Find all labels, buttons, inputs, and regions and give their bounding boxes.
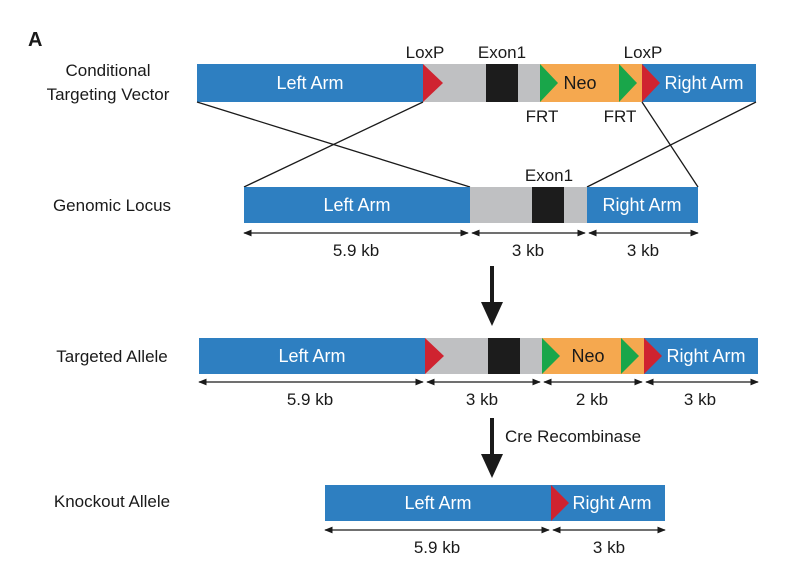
targeted-right-arm-label: Right Arm	[666, 346, 745, 366]
targeted-row: Targeted Allele Left Arm Neo Right Arm 5…	[56, 338, 759, 409]
vector-neo-label: Neo	[563, 73, 596, 93]
vector-exon1-label: Exon1	[478, 43, 526, 62]
arrow-to-knockout: Cre Recombinase	[481, 418, 641, 478]
genomic-dim-1: 5.9 kb	[333, 241, 379, 260]
genomic-label: Genomic Locus	[53, 196, 171, 215]
cre-recombinase-label: Cre Recombinase	[505, 427, 641, 446]
targeted-intron	[425, 338, 542, 374]
arrow-to-targeted	[481, 266, 503, 326]
targeted-dim-3: 2 kb	[576, 390, 608, 409]
genomic-exon1	[532, 187, 564, 223]
genomic-intron	[470, 187, 587, 223]
genomic-left-arm	[244, 187, 470, 223]
targeted-right-arm	[644, 338, 758, 374]
knockout-right-arm-label: Right Arm	[572, 493, 651, 513]
vector-exon1	[486, 64, 518, 102]
arrow-head-icon	[481, 454, 503, 478]
knockout-dim-2: 3 kb	[593, 538, 625, 557]
vector-loxp-right-label: LoxP	[624, 43, 663, 62]
vector-left-arm-label: Left Arm	[276, 73, 343, 93]
genomic-row: Genomic Locus Left Arm Exon1 Right Arm 5…	[53, 166, 699, 260]
vector-loxp-left-marker	[423, 64, 443, 102]
targeted-neo-label: Neo	[571, 346, 604, 366]
knockout-right-arm	[551, 485, 665, 521]
vector-label-line1: Conditional	[65, 61, 150, 80]
genomic-dim-3: 3 kb	[627, 241, 659, 260]
vector-frt-right-label: FRT	[604, 107, 637, 126]
targeted-left-arm-label: Left Arm	[278, 346, 345, 366]
crossover-line-2	[243, 101, 424, 188]
targeted-left-arm	[199, 338, 425, 374]
vector-left-arm	[197, 64, 423, 102]
recombination-lines	[196, 101, 757, 188]
vector-row: Conditional Targeting Vector Left Arm Ne…	[47, 43, 756, 126]
targeted-dim-2: 3 kb	[466, 390, 498, 409]
crossover-line-3	[641, 101, 699, 188]
targeted-label: Targeted Allele	[56, 347, 168, 366]
genomic-right-arm	[587, 187, 698, 223]
targeted-frt-left-marker	[542, 338, 560, 374]
targeted-loxp-right-marker	[644, 338, 662, 374]
arrow-head-icon	[481, 302, 503, 326]
vector-frt-left-label: FRT	[526, 107, 559, 126]
knockout-left-arm-label: Left Arm	[404, 493, 471, 513]
vector-loxp-left-label: LoxP	[406, 43, 445, 62]
targeted-exon1	[488, 338, 520, 374]
genomic-right-arm-label: Right Arm	[602, 195, 681, 215]
knockout-loxp-marker	[551, 485, 569, 521]
targeted-loxp-left-marker	[425, 338, 444, 374]
vector-frt-left-marker	[540, 64, 558, 102]
knockout-left-arm	[325, 485, 551, 521]
targeted-dim-1: 5.9 kb	[287, 390, 333, 409]
knockout-label: Knockout Allele	[54, 492, 170, 511]
knockout-row: Knockout Allele Left Arm Right Arm 5.9 k…	[54, 485, 666, 557]
vector-right-arm	[642, 64, 756, 102]
crossover-line-4	[586, 101, 757, 188]
panel-label: A	[28, 29, 42, 51]
vector-loxp-right-marker	[642, 64, 660, 102]
targeted-frt-right-marker	[621, 338, 639, 374]
genomic-dim-2: 3 kb	[512, 241, 544, 260]
vector-frt-right-marker	[619, 64, 637, 102]
genomic-left-arm-label: Left Arm	[323, 195, 390, 215]
vector-label-line2: Targeting Vector	[47, 85, 170, 104]
vector-right-arm-label: Right Arm	[664, 73, 743, 93]
knockout-dim-1: 5.9 kb	[414, 538, 460, 557]
targeted-dim-4: 3 kb	[684, 390, 716, 409]
genomic-exon1-label: Exon1	[525, 166, 573, 185]
